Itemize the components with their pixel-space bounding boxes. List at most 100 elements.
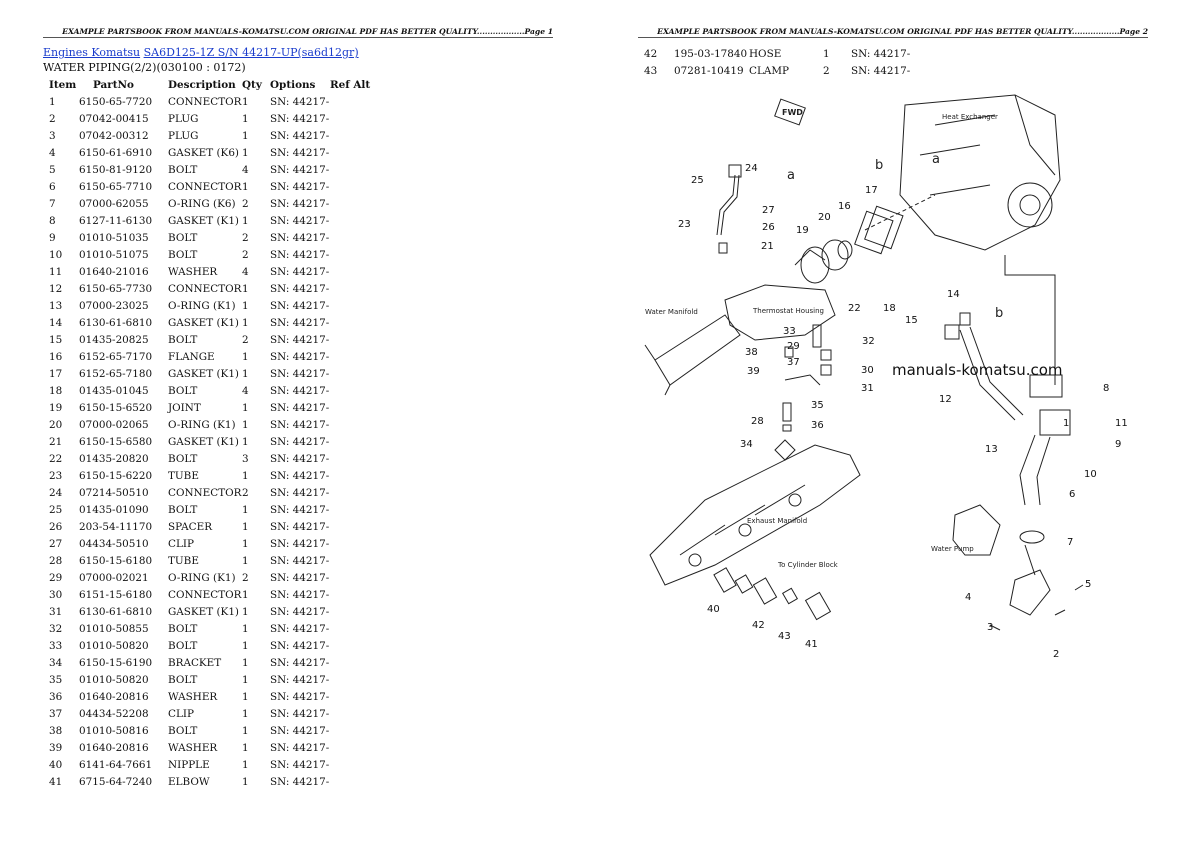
cell-partno: 6150-65-7710 [79, 180, 153, 193]
cell-options: SN: 44217- [270, 486, 330, 499]
cell-refalt [330, 484, 370, 501]
cell-qty: 2 [242, 571, 249, 584]
callout-24: 24 [745, 163, 758, 174]
cell-refalt [330, 467, 370, 484]
callout-37: 37 [787, 357, 800, 368]
cell-partno: 01010-51035 [79, 231, 149, 244]
callout-15: 15 [905, 315, 918, 326]
cell-description: O-RING (K1) [168, 299, 236, 312]
cell-qty: 1 [242, 299, 249, 312]
cell-refalt [330, 297, 370, 314]
heat-exchanger-label: Heat Exchanger [942, 113, 998, 121]
cell-refalt [330, 416, 370, 433]
cell-qty: 1 [823, 47, 830, 60]
cell-partno: 6130-61-6810 [79, 605, 153, 618]
cell-item: 21 [49, 435, 63, 448]
cell-partno: 6150-15-6190 [79, 656, 153, 669]
cell-qty: 1 [242, 367, 249, 380]
cell-refalt [330, 178, 370, 195]
cell-qty: 1 [242, 741, 249, 754]
cell-qty: 1 [242, 469, 249, 482]
connection-a-label: a [787, 168, 795, 183]
cell-description: WASHER [168, 741, 218, 754]
cell-refalt [330, 229, 370, 246]
cell-options: SN: 44217- [270, 367, 330, 380]
cell-options: SN: 44217- [270, 384, 330, 397]
cell-partno: 07281-10419 [674, 64, 744, 77]
callout-6: 6 [1069, 489, 1075, 500]
breadcrumb-link-model[interactable]: SA6D125-1Z S/N 44217-UP(sa6d12gr) [143, 46, 359, 59]
cell-options: SN: 44217- [270, 758, 330, 771]
cell-options: SN: 44217- [270, 690, 330, 703]
cell-qty: 1 [242, 112, 249, 125]
cell-options: SN: 44217- [270, 95, 330, 108]
cell-qty: 1 [242, 554, 249, 567]
cell-refalt [330, 773, 370, 790]
cell-item: 34 [49, 656, 63, 669]
fwd-badge [774, 98, 806, 126]
callout-2: 2 [1053, 649, 1059, 660]
cell-description: GASKET (K1) [168, 316, 239, 329]
cell-item: 11 [49, 265, 63, 278]
cell-item: 9 [49, 231, 56, 244]
cell-options: SN: 44217- [270, 265, 330, 278]
cell-partno: 01010-50820 [79, 673, 149, 686]
cell-options: SN: 44217- [270, 707, 330, 720]
cell-refalt [330, 586, 370, 603]
cell-description: CLAMP [749, 64, 789, 77]
water-pump-label: Water Pump [931, 545, 974, 553]
callout-8: 8 [1103, 383, 1109, 394]
cell-qty: 1 [242, 282, 249, 295]
page-header: EXAMPLE PARTSBOOK FROM MANUALS-KOMATSU.C… [43, 27, 553, 38]
cell-item: 43 [644, 64, 658, 77]
cell-options: SN: 44217- [270, 248, 330, 261]
connector-12 [959, 329, 1016, 421]
cell-partno: 07214-50510 [79, 486, 149, 499]
cell-partno: 01010-51075 [79, 248, 149, 261]
cell-partno: 01435-20820 [79, 452, 149, 465]
cell-qty: 1 [242, 180, 249, 193]
cell-options: SN: 44217- [270, 282, 330, 295]
cell-refalt [330, 161, 370, 178]
cell-description: FLANGE [168, 350, 215, 363]
breadcrumb: Engines Komatsu SA6D125-1Z S/N 44217-UP(… [43, 46, 359, 59]
callout-32: 32 [862, 336, 875, 347]
cell-item: 27 [49, 537, 63, 550]
callout-26: 26 [762, 222, 775, 233]
table-header-row: Item PartNo Description Qty Options Ref … [43, 76, 370, 93]
cell-qty: 2 [823, 64, 830, 77]
cell-partno: 6150-61-6910 [79, 146, 153, 159]
callout-40: 40 [707, 604, 720, 615]
cell-options: SN: 44217- [270, 180, 330, 193]
callout-18: 18 [883, 303, 896, 314]
callout-20: 20 [818, 212, 831, 223]
cell-partno: 07000-62055 [79, 197, 149, 210]
cell-description: CLIP [168, 537, 194, 550]
cell-refalt [330, 348, 370, 365]
cell-refalt [330, 246, 370, 263]
cell-description: TUBE [168, 554, 199, 567]
callout-28: 28 [751, 416, 764, 427]
cell-partno: 195-03-17840 [674, 47, 748, 60]
callout-36: 36 [811, 420, 824, 431]
cell-partno: 01435-01090 [79, 503, 149, 516]
cell-item: 6 [49, 180, 56, 193]
breadcrumb-link-engines[interactable]: Engines Komatsu [43, 46, 141, 59]
cell-description: GASKET (K1) [168, 605, 239, 618]
cell-partno: 07000-23025 [79, 299, 149, 312]
cell-description: BOLT [168, 452, 198, 465]
cell-item: 14 [49, 316, 63, 329]
cell-item: 32 [49, 622, 63, 635]
